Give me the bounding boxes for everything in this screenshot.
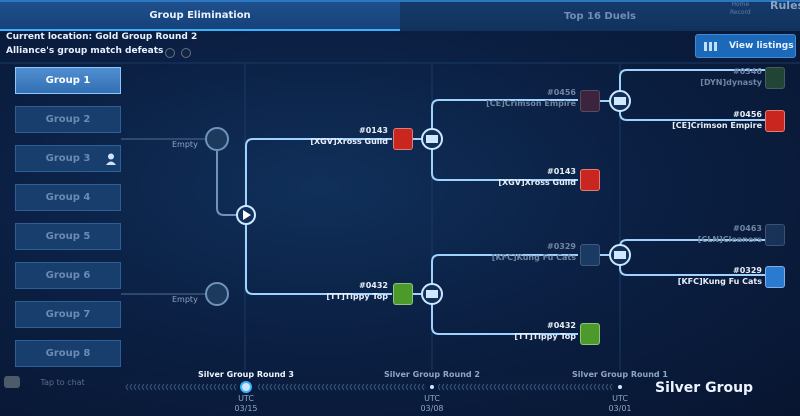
empty-slot-bottom: Empty [172,295,198,304]
group-button-4[interactable]: Group 4 [15,184,121,211]
timezone: UTC [424,394,440,403]
alliance-crest-icon [765,110,785,132]
timeline-node[interactable] [240,381,252,393]
team-entry[interactable]: #0463 [CLN]Cleaners [698,223,762,245]
group-button-1[interactable]: Group 1 [15,67,121,94]
record-label: Record [730,9,751,16]
timezone: UTC [238,394,254,403]
current-location: Current location: Gold Group Round 2 [6,32,198,42]
defeat-indicator [181,48,191,58]
team-name: [KFC]Kung Fu Cats [491,253,576,262]
date: 03/01 [608,404,632,413]
group-button-2[interactable]: Group 2 [15,106,121,133]
team-entry[interactable]: #0346 [DYN]dynasty [700,66,762,88]
alliance-crest-icon [765,266,785,288]
list-icon [704,41,717,51]
alliance-crest-icon [580,244,600,266]
team-id: #0463 [733,224,762,233]
date: 03/08 [420,404,444,413]
empty-slot-top: Empty [172,140,198,149]
home-label: Home [731,1,750,8]
chat-icon [4,376,20,388]
defeat-indicator [165,48,175,58]
alliance-crest-icon [765,224,785,246]
team-name: [DYN]dynasty [700,78,762,87]
team-id: #0143 [359,126,388,135]
group-button-8[interactable]: Group 8 [15,340,121,367]
timezone: UTC [612,394,628,403]
team-id: #0329 [733,266,762,275]
alliance-crest-icon [580,169,600,191]
defeats-label: Alliance's group match defeats [6,46,164,56]
tab-group-elimination[interactable]: Group Elimination [0,2,400,31]
matchup-icons [205,90,631,306]
alliance-crest-icon [580,90,600,112]
team-id: #0143 [547,167,576,176]
timeline-node[interactable] [430,385,434,389]
date: 03/15 [234,404,258,413]
team-entry[interactable]: #0329 [KFC]Kung Fu Cats [492,241,576,263]
team-name: [CLN]Cleaners [697,235,762,244]
group-button-5[interactable]: Group 5 [15,223,121,250]
timeline-round-label: Silver Group Round 2 [384,370,480,379]
team-name: [KFC]Kung Fu Cats [677,277,762,286]
tab-bar: Group Elimination Top 16 Duels [0,0,800,31]
team-id: #0432 [359,281,388,290]
group-label: Group 5 [45,231,91,242]
group-label: Group 8 [45,348,91,359]
team-entry[interactable]: #0432 [TT]Tippy Top [514,320,576,342]
view-listings-button[interactable]: View listings [695,34,796,58]
team-entry[interactable]: #0456 [CE]Crimson Empire [486,87,576,109]
group-label: Group 4 [45,192,91,203]
group-label: Group 6 [45,270,91,281]
timeline-node[interactable] [618,385,622,389]
rules-button[interactable]: Rules [770,0,800,12]
alliance-crest-icon [393,128,413,150]
team-id: #0432 [547,321,576,330]
group-label: Group 7 [45,309,91,320]
chat-hint: Tap to chat [40,377,85,387]
alliance-crest-icon [765,67,785,89]
person-icon [106,153,116,165]
team-name: [XGV]Xross Guild [498,178,576,187]
team-name: [CE]Crimson Empire [486,99,576,108]
tab-top16-duels[interactable]: Top 16 Duels [400,2,800,31]
group-label: Group 2 [45,114,91,125]
group-label: Group 3 [45,153,91,164]
team-id: #0456 [547,88,576,97]
team-entry[interactable]: #0329 [KFC]Kung Fu Cats [678,265,762,287]
current-group-title: Silver Group [655,380,754,396]
alliance-crest-icon [393,283,413,305]
team-name: [CE]Crimson Empire [672,121,762,130]
team-entry[interactable]: #0432 [TT]Tippy Top [326,280,388,302]
team-id: #0456 [733,110,762,119]
timeline-round-label: Silver Group Round 3 [198,370,294,379]
group-button-7[interactable]: Group 7 [15,301,121,328]
group-button-6[interactable]: Group 6 [15,262,121,289]
chat-button[interactable]: Tap to chat [4,376,85,388]
group-label: Group 1 [45,75,91,86]
group-button-3[interactable]: Group 3 [15,145,121,172]
team-entry[interactable]: #0143 [XGV]Xross Guild [498,166,576,188]
team-name: [XGV]Xross Guild [310,137,388,146]
team-name: [TT]Tippy Top [326,292,388,301]
timeline-round-label: Silver Group Round 1 [572,370,668,379]
team-entry[interactable]: #0456 [CE]Crimson Empire [672,109,762,131]
team-entry[interactable]: #0143 [XGV]Xross Guild [310,125,388,147]
alliance-crest-icon [580,323,600,345]
view-listings-label: View listings [729,41,794,51]
timeline-track [125,383,614,391]
team-name: [TT]Tippy Top [514,332,576,341]
team-id: #0346 [733,67,762,76]
team-id: #0329 [547,242,576,251]
